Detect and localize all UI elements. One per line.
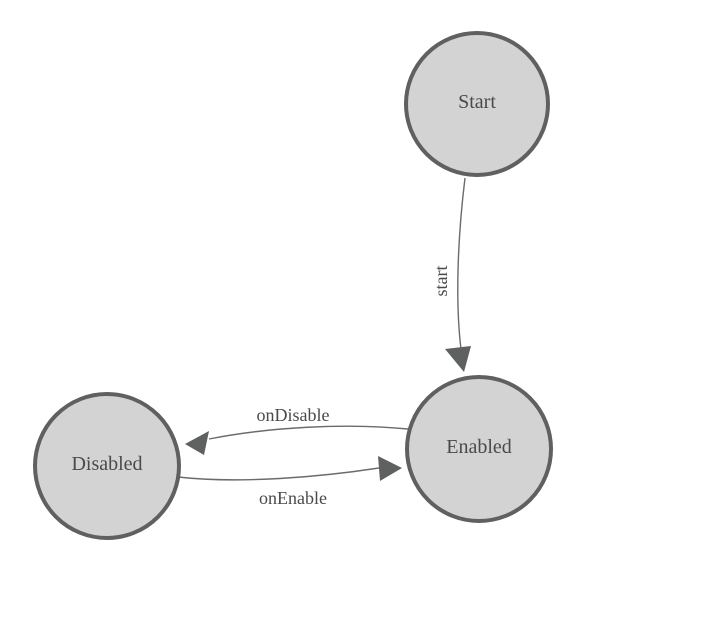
node-enabled-circle	[405, 375, 553, 523]
edge-label-ondisable: onDisable	[257, 405, 330, 425]
node-disabled-circle	[33, 392, 181, 540]
arrowhead-start-to-enabled	[445, 346, 471, 372]
edge-enabled-to-disabled: onDisable	[185, 405, 409, 455]
node-start-label: Start	[458, 91, 496, 113]
arrowhead-disabled-to-enabled	[378, 456, 402, 481]
node-disabled: Disabled	[33, 392, 181, 540]
edge-line-disabled-to-enabled	[177, 467, 380, 481]
edge-label-onenable: onEnable	[259, 488, 327, 508]
edge-start-to-enabled: start	[431, 177, 471, 372]
edge-disabled-to-enabled: onEnable	[177, 456, 402, 508]
arrowhead-enabled-to-disabled	[185, 431, 209, 455]
node-disabled-label: Disabled	[71, 453, 142, 475]
edge-label-start: start	[431, 266, 451, 297]
node-start-circle	[404, 31, 550, 177]
edge-line-start-to-enabled	[457, 177, 466, 350]
node-enabled: Enabled	[405, 375, 553, 523]
node-enabled-label: Enabled	[446, 436, 512, 458]
edge-line-enabled-to-disabled	[208, 425, 409, 440]
node-start: Start	[404, 31, 550, 177]
